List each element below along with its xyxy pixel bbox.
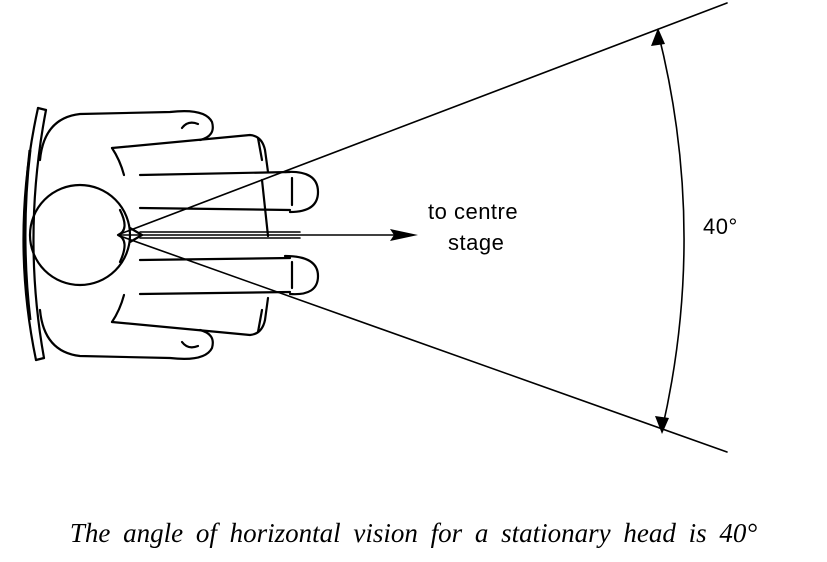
lower-hand [283,254,320,296]
direction-arrow [119,229,418,241]
lower-sight-line [119,235,728,453]
sight-lines [119,2,728,453]
figure-caption: The angle of horizontal vision for a sta… [69,518,758,548]
chair-back [22,106,48,362]
direction-label-line1: to centre [428,199,518,224]
lower-arm [110,256,292,337]
angle-label: 40° [703,214,738,239]
upper-arm [110,133,292,238]
person-body [38,110,214,360]
upper-hand [283,170,320,214]
angle-arc [651,28,685,434]
direction-label-line2: stage [448,230,504,255]
upper-sight-line [119,2,728,235]
